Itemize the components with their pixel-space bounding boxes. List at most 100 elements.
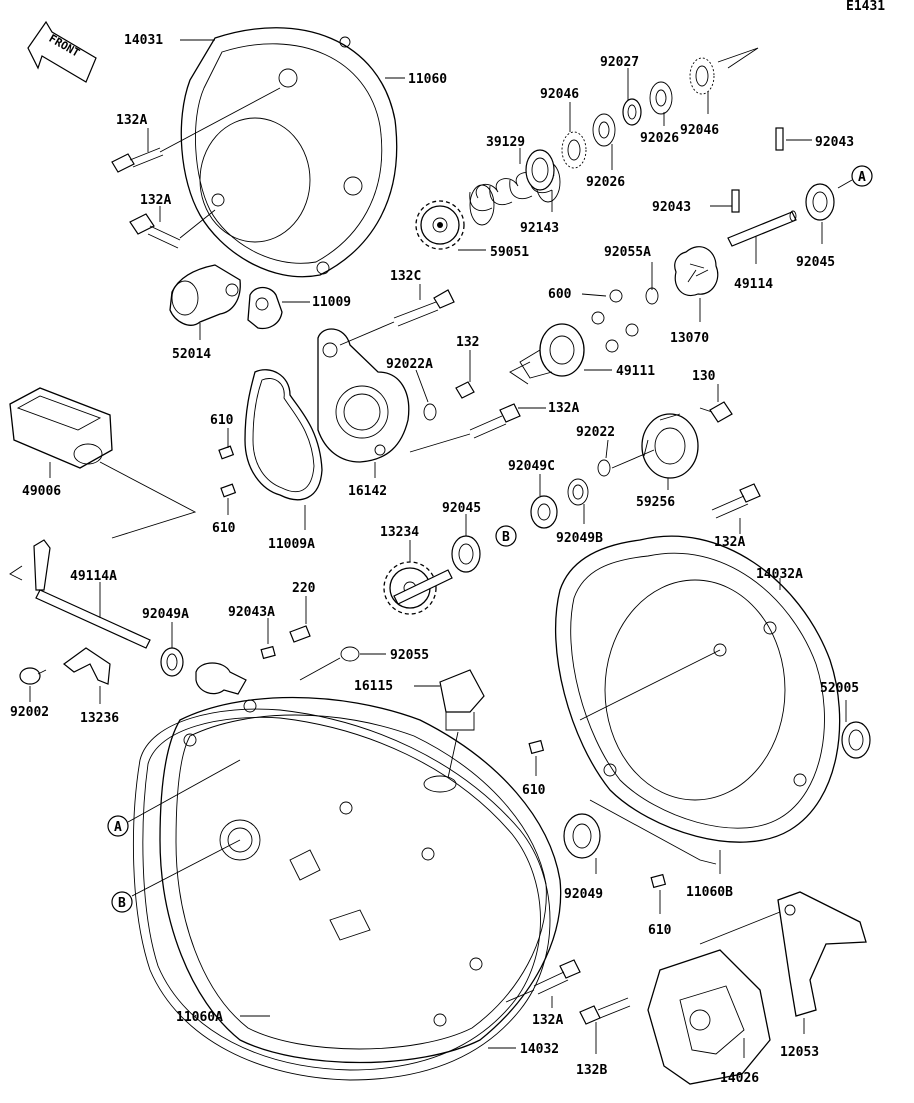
shift-arm <box>195 662 247 695</box>
front-direction-arrow: FRONT <box>27 20 97 83</box>
label-92026-2: 92026 <box>640 131 679 146</box>
cap-52005 <box>841 721 871 759</box>
label-132: 132 <box>456 335 479 350</box>
crankcase-cover-14032 <box>159 696 562 1064</box>
label-132a-5: 132A <box>532 1013 563 1028</box>
generator-cover <box>180 27 398 278</box>
bolt-130 <box>699 401 733 423</box>
o-ring-92055a <box>645 287 659 305</box>
callout-b-bottom-letter: B <box>118 896 126 911</box>
label-49006: 49006 <box>22 484 61 499</box>
label-14032a: 14032A <box>756 567 803 582</box>
label-13234: 13234 <box>380 525 419 540</box>
label-13070: 13070 <box>670 331 709 346</box>
pin-92043-2 <box>731 189 740 213</box>
bolt-132a-2 <box>129 213 181 249</box>
gasket-11009 <box>247 286 283 330</box>
label-49114: 49114 <box>734 277 773 292</box>
label-132b: 132B <box>576 1063 607 1078</box>
hose-fitting-52014 <box>169 264 241 326</box>
label-59051: 59051 <box>490 245 529 260</box>
label-132a-2: 132A <box>140 193 171 208</box>
label-11060a: 11060A <box>176 1010 223 1025</box>
callout-a-top-letter: A <box>858 170 866 185</box>
screw-220 <box>289 625 311 643</box>
label-92055a: 92055A <box>604 245 651 260</box>
washer-92026-2 <box>649 81 673 115</box>
label-13236: 13236 <box>80 711 119 726</box>
label-59256: 59256 <box>636 495 675 510</box>
label-92143: 92143 <box>520 221 559 236</box>
gear-59051 <box>415 200 465 250</box>
label-610-1: 610 <box>210 413 234 428</box>
label-11009: 11009 <box>312 295 351 310</box>
label-49114a: 49114A <box>70 569 117 584</box>
bearing-92045 <box>451 535 481 573</box>
label-92027: 92027 <box>600 55 639 70</box>
label-220: 220 <box>292 581 316 596</box>
label-92049a: 92049A <box>142 607 189 622</box>
oil-filler-plug-16115 <box>439 669 485 731</box>
label-92049c: 92049C <box>508 459 555 474</box>
label-610-3: 610 <box>522 783 546 798</box>
callout-b-mid <box>495 525 517 547</box>
lever-shaft-49114a <box>33 539 151 649</box>
gear-13234 <box>383 561 453 615</box>
label-92022: 92022 <box>576 425 615 440</box>
label-92002: 92002 <box>10 705 49 720</box>
governor-49111 <box>519 323 585 379</box>
label-92049: 92049 <box>564 887 603 902</box>
label-132a-4: 132A <box>714 535 745 550</box>
pump-impeller-59256 <box>641 413 699 479</box>
label-92043a: 92043A <box>228 605 275 620</box>
seal-92143 <box>525 149 555 191</box>
pin-92043a <box>260 645 276 660</box>
washer-92022 <box>597 459 611 477</box>
label-12053: 12053 <box>780 1045 819 1060</box>
shaft-49114 <box>727 210 797 247</box>
label-16142: 16142 <box>348 484 387 499</box>
label-52005: 52005 <box>820 681 859 696</box>
label-92045-2: 92045 <box>796 255 835 270</box>
label-132a-3: 132A <box>548 401 579 416</box>
bolt-132a-3 <box>469 403 521 439</box>
bolt-132c <box>393 289 455 327</box>
seal-92045-right <box>805 183 835 221</box>
label-11060: 11060 <box>408 72 447 87</box>
dowel-pin-610-4 <box>650 873 667 889</box>
callout-b-bottom <box>111 891 133 913</box>
callout-a-top <box>851 165 873 187</box>
bolt-132 <box>455 381 475 399</box>
seal-92049a <box>160 647 184 677</box>
label-132a-1: 132A <box>116 113 147 128</box>
callout-b-mid-letter: B <box>502 530 510 545</box>
gasket-11060a <box>132 708 551 1081</box>
steel-balls-600 <box>591 289 639 353</box>
label-600: 600 <box>548 287 572 302</box>
bolt-132a-1 <box>111 147 164 173</box>
bushing-92027 <box>622 98 642 126</box>
bolt-132a-5 <box>533 959 581 995</box>
seal-92049c <box>530 495 558 529</box>
label-52014: 52014 <box>172 347 211 362</box>
bracket-12053 <box>777 891 867 1017</box>
label-92043-1: 92043 <box>815 135 854 150</box>
label-39129: 39129 <box>486 135 525 150</box>
washer-92022a <box>423 403 437 421</box>
label-92043-2: 92043 <box>652 200 691 215</box>
label-132c: 132C <box>390 269 421 284</box>
label-92026-1: 92026 <box>586 175 625 190</box>
dowel-pin-610-1 <box>218 445 235 460</box>
label-11009a: 11009A <box>268 537 315 552</box>
label-11060b: 11060B <box>686 885 733 900</box>
label-49111: 49111 <box>616 364 655 379</box>
o-ring-92055 <box>340 646 360 662</box>
label-14032: 14032 <box>520 1042 559 1057</box>
label-92046-1: 92046 <box>540 87 579 102</box>
dowel-pin-610-3 <box>528 739 545 755</box>
bracket-13236 <box>63 647 111 685</box>
oil-seal-92049 <box>563 813 601 859</box>
label-92022a: 92022A <box>386 357 433 372</box>
gasket-11009a <box>244 369 323 501</box>
